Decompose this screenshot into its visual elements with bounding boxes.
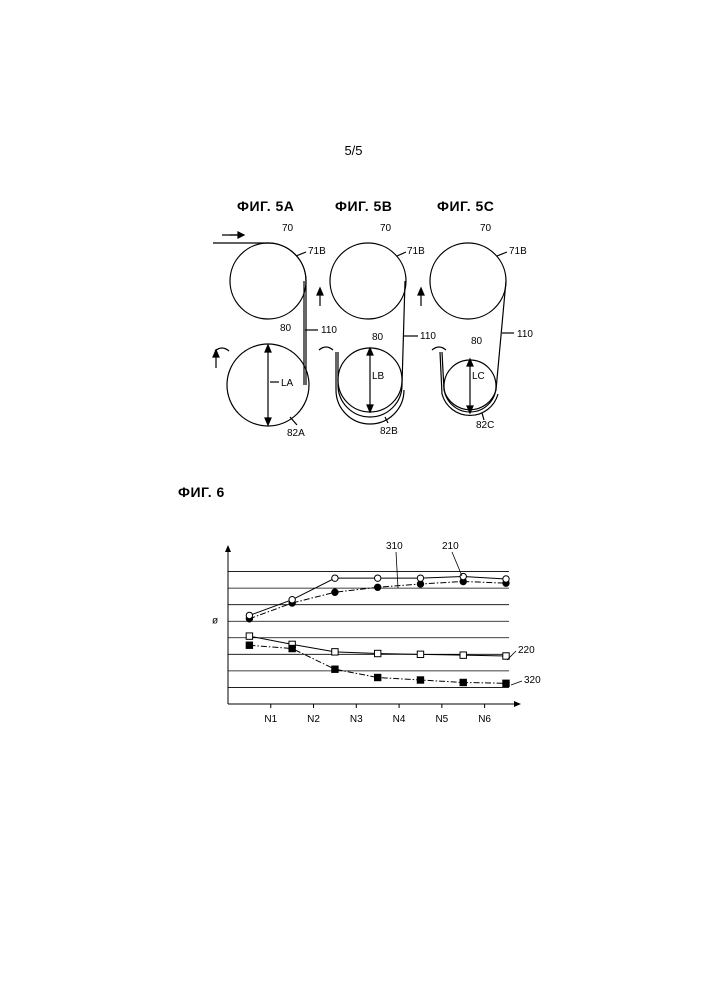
fig5b-title: ФИГ. 5B — [335, 198, 392, 214]
belt-110-a — [213, 243, 306, 385]
series-line-320 — [249, 645, 506, 683]
data-point-220 — [289, 641, 295, 647]
label-lb: LB — [372, 371, 385, 382]
x-tick-label: N5 — [435, 714, 448, 725]
series-leader-210 — [452, 552, 462, 576]
label-110-b: 110 — [420, 331, 436, 342]
data-point-310 — [374, 584, 380, 590]
data-point-320 — [374, 674, 380, 680]
fig5a-title: ФИГ. 5A — [237, 198, 294, 214]
label-82b: 82B — [380, 426, 398, 437]
belt-110-b — [338, 281, 405, 417]
belt-110-c — [442, 281, 506, 410]
label-70-b: 70 — [380, 223, 392, 234]
label-110-a: 110 — [321, 325, 337, 336]
label-71b-c: 71B — [509, 246, 527, 257]
chart-axes — [225, 545, 521, 708]
series-leader-310 — [396, 552, 398, 588]
data-point-210 — [417, 575, 423, 581]
chart-grid — [228, 572, 509, 688]
y-axis-label: ø — [212, 616, 218, 627]
fig5c-title: ФИГ. 5C — [437, 198, 494, 214]
x-tick-label: N1 — [264, 714, 277, 725]
data-point-310 — [332, 589, 338, 595]
data-point-320 — [460, 679, 466, 685]
series-label-320: 320 — [524, 675, 541, 686]
data-point-220 — [503, 653, 509, 659]
series-line-310 — [249, 581, 506, 618]
x-tick-label: N3 — [350, 714, 363, 725]
fig5b-diagram — [317, 243, 418, 424]
label-lc: LC — [472, 371, 485, 382]
label-110-c: 110 — [517, 329, 533, 340]
series-line-220 — [249, 636, 506, 656]
data-point-210 — [332, 575, 338, 581]
data-point-310 — [246, 616, 252, 622]
label-80-c: 80 — [471, 336, 483, 347]
series-leader-220 — [507, 651, 516, 660]
fig5a-diagram — [213, 232, 318, 426]
data-point-320 — [246, 642, 252, 648]
roller-80-a — [227, 344, 309, 426]
data-point-220 — [417, 651, 423, 657]
data-point-220 — [246, 633, 252, 639]
series-label-220: 220 — [518, 645, 535, 656]
x-tick-label: N4 — [393, 714, 406, 725]
label-70-c: 70 — [480, 223, 492, 234]
y-axis-arrow — [225, 545, 231, 552]
data-point-320 — [289, 645, 295, 651]
series-line-210 — [249, 577, 506, 616]
data-point-210 — [246, 612, 252, 618]
data-point-210 — [503, 576, 509, 582]
data-point-210 — [289, 597, 295, 603]
label-80-b: 80 — [372, 332, 384, 343]
series-label-210: 210 — [442, 541, 459, 552]
data-point-220 — [460, 652, 466, 658]
roller-70-b — [330, 243, 406, 319]
chart-series — [246, 573, 509, 686]
data-point-220 — [374, 650, 380, 656]
chart-labels: N1 N2 N3 N4 N5 N6 ø 310 210 220 320 — [212, 541, 541, 725]
label-82a: 82A — [287, 428, 305, 439]
fig6-title: ФИГ. 6 — [178, 484, 225, 500]
roller-80-c — [444, 360, 496, 412]
data-point-210 — [460, 573, 466, 579]
roller-70-c — [430, 243, 506, 319]
data-point-320 — [417, 677, 423, 683]
data-point-310 — [460, 578, 466, 584]
label-71b-a: 71B — [308, 246, 326, 257]
fig5c-diagram — [418, 243, 514, 420]
x-tick-label: N2 — [307, 714, 320, 725]
label-71b-b: 71B — [407, 246, 425, 257]
label-la: LA — [281, 378, 294, 389]
data-point-320 — [332, 666, 338, 672]
data-point-310 — [289, 600, 295, 606]
label-70-a: 70 — [282, 223, 294, 234]
data-point-210 — [374, 575, 380, 581]
label-82c: 82C — [476, 420, 494, 431]
roller-80-b — [338, 348, 402, 412]
data-point-220 — [332, 649, 338, 655]
data-point-310 — [503, 580, 509, 586]
series-label-310: 310 — [386, 541, 403, 552]
x-tick-label: N6 — [478, 714, 491, 725]
series-leader-320 — [511, 681, 522, 685]
label-80-a: 80 — [280, 323, 292, 334]
data-point-310 — [417, 581, 423, 587]
x-axis-arrow — [514, 701, 521, 707]
roller-70-a — [230, 243, 306, 319]
page-number: 5/5 — [0, 143, 707, 158]
data-point-320 — [503, 680, 509, 686]
